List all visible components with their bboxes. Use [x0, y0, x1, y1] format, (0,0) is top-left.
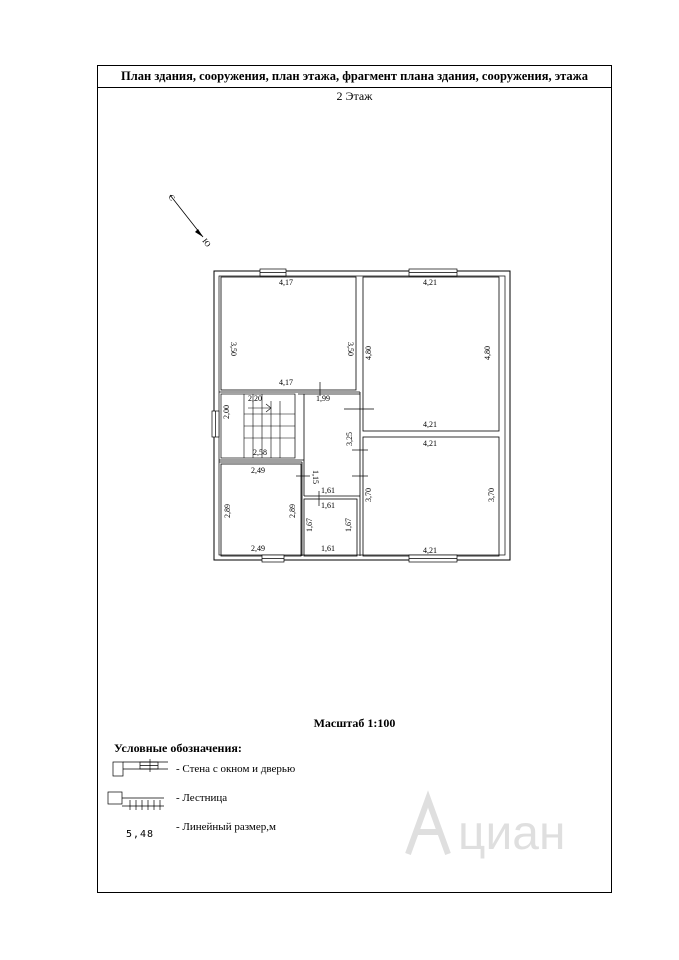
outer-wall-outer — [213, 270, 511, 561]
dim-label: 2,20 — [248, 394, 262, 403]
dim-label: 1,61 — [321, 544, 335, 553]
dim-label: 3,70 — [364, 488, 373, 502]
sheet-title: План здания, сооружения, план этажа, фра… — [98, 66, 611, 88]
dim-label: 1,15 — [311, 470, 320, 484]
room-2 — [362, 276, 500, 432]
dimension-labels: 4,17 4,17 3,50 3,50 4,21 4,80 4,80 4,21 … — [222, 278, 496, 555]
north-arrow-icon: С Ю — [166, 193, 212, 249]
legend-dimension-sample: 5,48 — [126, 829, 155, 840]
scale-label: Масштаб 1:100 — [313, 716, 396, 730]
dim-label: 1,67 — [305, 518, 314, 532]
room-1 — [220, 276, 357, 391]
legend-dimension-label: - Линейный размер,м — [176, 821, 276, 833]
dim-label: 1,61 — [321, 486, 335, 495]
legend-title: Условные обозначения: — [114, 741, 242, 755]
dim-label: 3,70 — [487, 488, 496, 502]
dim-label: 2,49 — [251, 466, 265, 475]
dim-label: 3,25 — [345, 432, 354, 446]
dim-label: 2,49 — [251, 544, 265, 553]
dim-label: 1,67 — [344, 518, 353, 532]
dim-label: 4,21 — [423, 546, 437, 555]
floor-label: 2 Этаж — [336, 89, 373, 103]
dim-label: 2,89 — [288, 504, 297, 518]
floor-plan: С Ю — [107, 193, 511, 810]
plan-sheet: План здания, сооружения, план этажа, фра… — [97, 65, 612, 893]
dim-label: 2,00 — [222, 405, 231, 419]
south-label: Ю — [200, 237, 212, 249]
legend-stairs-icon — [107, 791, 164, 810]
bathroom — [303, 498, 358, 557]
dim-label: 4,17 — [279, 278, 293, 287]
dim-label: 4,21 — [423, 278, 437, 287]
dim-label: 2,58 — [253, 448, 267, 457]
room-3 — [362, 436, 500, 557]
dim-label: 4,80 — [364, 346, 373, 360]
window-icon — [211, 268, 458, 563]
dim-label: 3,50 — [229, 342, 238, 356]
dim-label: 1,99 — [316, 394, 330, 403]
dim-label: 2,89 — [223, 504, 232, 518]
watermark-logo: циан — [405, 790, 566, 860]
svg-text:циан: циан — [458, 807, 566, 860]
dim-label: 4,21 — [423, 439, 437, 448]
dim-label: 1,61 — [321, 501, 335, 510]
dim-label: 4,17 — [279, 378, 293, 387]
stairs-icon — [220, 393, 296, 459]
north-label: С — [166, 193, 176, 203]
dim-label: 4,80 — [483, 346, 492, 360]
dim-label: 3,50 — [346, 342, 355, 356]
legend-stairs-label: - Лестница — [176, 792, 228, 804]
dim-label: 4,21 — [423, 420, 437, 429]
room-4 — [220, 463, 302, 557]
legend-wall-label: - Стена с окном и дверью — [176, 763, 296, 775]
legend-wall-icon — [112, 759, 168, 777]
